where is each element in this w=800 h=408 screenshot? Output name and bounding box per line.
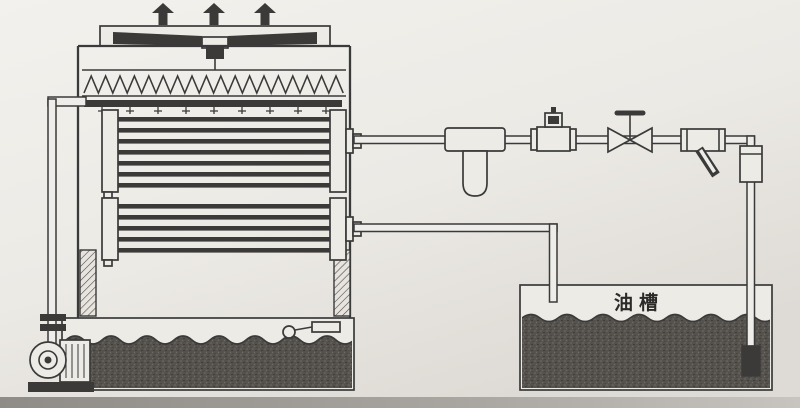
- coil-tubes: [118, 204, 330, 253]
- inline-filter: [444, 127, 506, 197]
- up-arrow-icon: [203, 3, 225, 25]
- float-valve: [282, 321, 341, 339]
- coil-bank-upper: [101, 109, 362, 199]
- up-arrow-icon: [152, 3, 174, 25]
- up-arrow-icon: [254, 3, 276, 25]
- coil-header-left: [101, 109, 119, 193]
- coil-header-right: [329, 109, 347, 193]
- pressure-regulator: [530, 107, 577, 152]
- fan-motor: [206, 46, 224, 59]
- fan-assembly: [99, 25, 331, 70]
- pump-flange: [40, 324, 66, 331]
- flow-meter: [739, 145, 763, 183]
- gate-valve: [607, 110, 653, 154]
- basin-water-line: [65, 335, 352, 345]
- coil-header-right: [329, 197, 347, 261]
- page-bottom-edge: [0, 397, 800, 408]
- pump-base: [28, 382, 94, 392]
- coil-bank-lower: [101, 197, 362, 267]
- exhaust-arrows: [152, 3, 276, 25]
- louver-left: [79, 249, 97, 317]
- oil-tank-label: 油槽: [614, 291, 664, 314]
- fan-blade-right: [228, 32, 317, 46]
- oil-tank: 油槽: [519, 284, 773, 391]
- oil-tank-liquid: [522, 314, 770, 388]
- coil-tubes: [118, 117, 330, 188]
- oil-return-pipe: [353, 223, 558, 303]
- basin-water: [66, 336, 352, 388]
- outlet-flange: [345, 128, 354, 154]
- oil-tank-liquid-line: [522, 313, 770, 323]
- coil-support: [103, 259, 113, 267]
- circulation-pump: [28, 314, 94, 392]
- pump-flange: [40, 314, 66, 321]
- y-strainer: [680, 128, 726, 178]
- suction-foot: [741, 345, 761, 377]
- outlet-flange: [345, 216, 354, 242]
- air-inlet-louvers: [79, 249, 351, 317]
- eliminator-zigzag: [83, 73, 344, 96]
- coil-support: [103, 191, 113, 199]
- fan-blade-left: [113, 32, 202, 46]
- drift-eliminator: [82, 69, 346, 97]
- collection-basin: [61, 317, 355, 391]
- coil-header-left: [101, 197, 119, 261]
